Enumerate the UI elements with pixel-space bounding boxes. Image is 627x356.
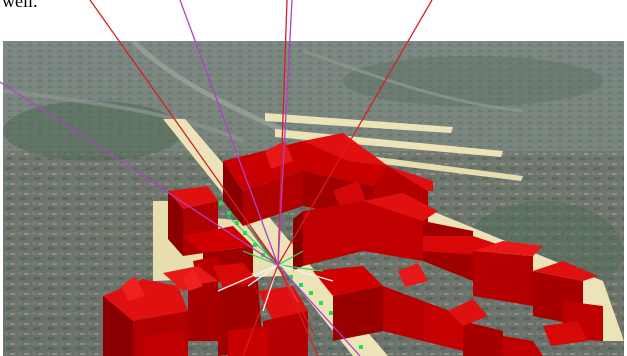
city-3d-view[interactable] [3, 41, 624, 356]
park-area-top [343, 56, 603, 106]
caption-text-fragment: well. [2, 0, 38, 11]
park-area-left [3, 101, 183, 161]
city-3d-render [3, 41, 624, 356]
